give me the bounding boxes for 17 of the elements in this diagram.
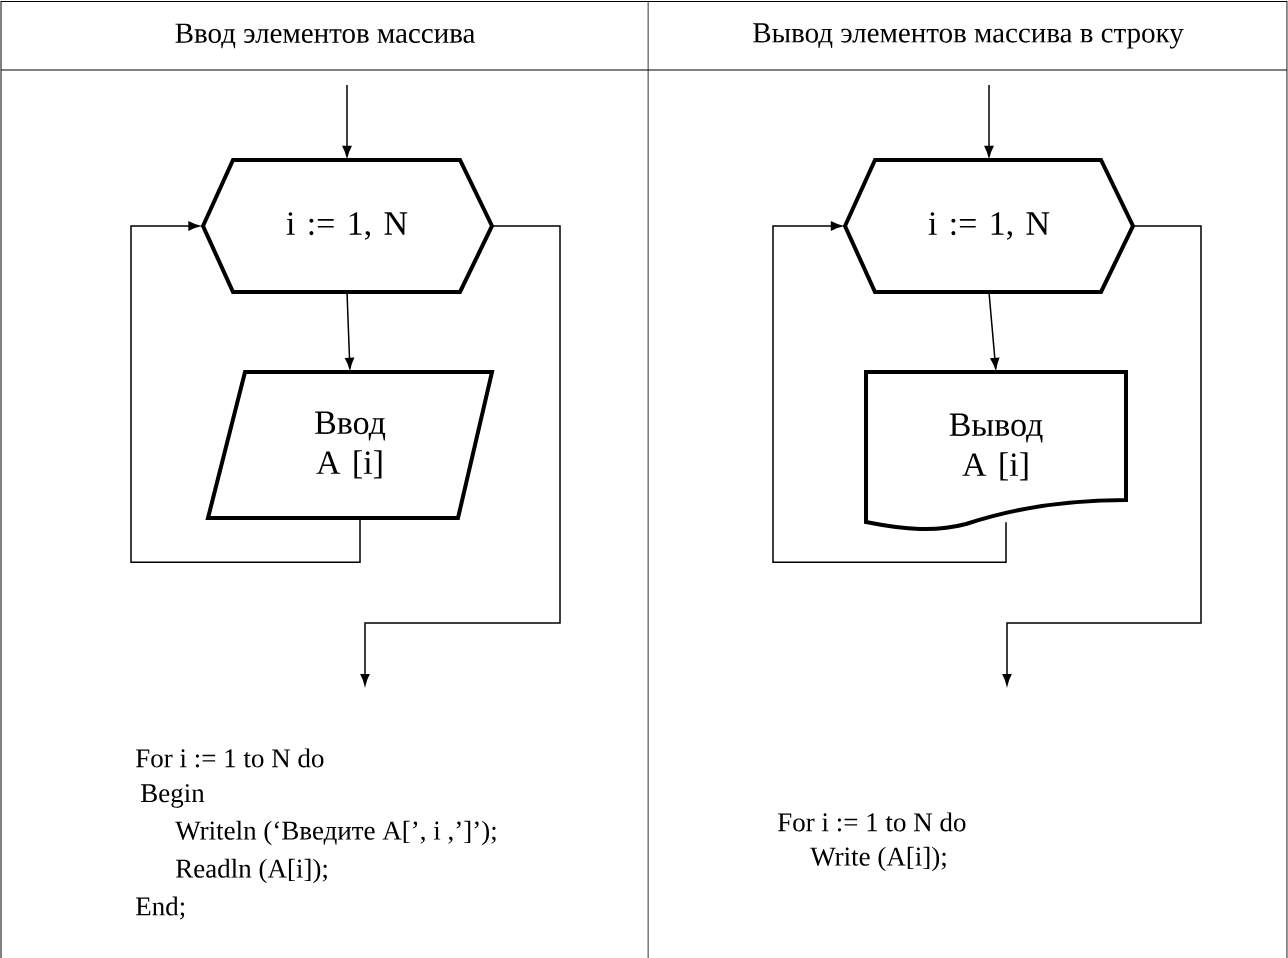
code-line: Write (A[i]);	[810, 846, 946, 872]
code-line: Readln (A[i]);	[176, 858, 327, 884]
arrow	[988, 291, 1000, 370]
code-line: For i := 1 to N do	[136, 748, 324, 768]
arrow	[984, 84, 994, 158]
column-header: Вывод элементов массива в строку	[753, 23, 1184, 49]
arrow	[345, 291, 354, 370]
arrow	[772, 221, 1007, 563]
code-line: For i := 1 to N do	[778, 812, 966, 832]
code-line: Writeln (‘Введите A[’, i ,’]’);	[175, 820, 496, 846]
arrow	[342, 84, 352, 158]
arrow	[1002, 225, 1202, 686]
code-line: End;	[136, 896, 185, 920]
code-line: Begin	[141, 784, 205, 808]
arrow	[360, 225, 561, 686]
arrow	[130, 221, 361, 563]
column-header: Ввод элементов массива	[175, 23, 475, 49]
